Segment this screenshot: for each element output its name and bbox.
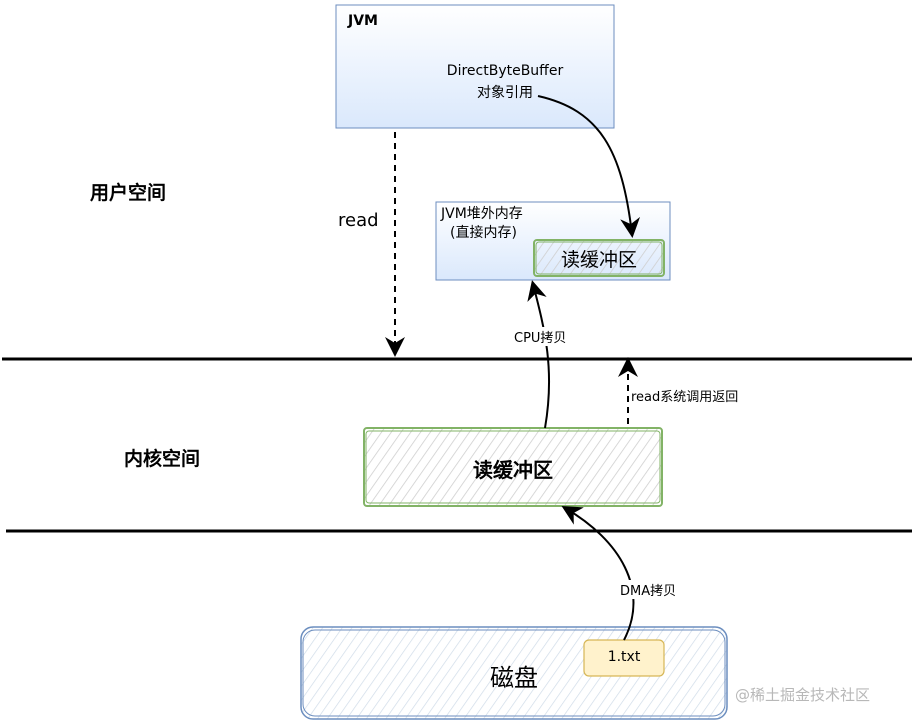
- disk-label: 磁盘: [490, 664, 538, 692]
- jvm-title: JVM: [348, 13, 378, 29]
- directbytebuffer-label: DirectByteBuffer: [446, 63, 564, 79]
- dma-copy-arrow: [561, 505, 635, 641]
- file-label: 1.txt: [607, 649, 641, 665]
- direct-memory-label: (直接内存): [450, 225, 517, 241]
- jvm-box: [335, 4, 615, 129]
- reference-arrow: [537, 95, 641, 238]
- user-buffer-label: 读缓冲区: [560, 249, 637, 271]
- syscall-return-label: read系统调用返回: [631, 386, 739, 405]
- offheap-memory-label: JVM堆外内存: [441, 206, 523, 222]
- user-read-buffer-box: [533, 239, 665, 277]
- dma-copy-label: DMA拷贝: [620, 580, 677, 599]
- read-label: read: [337, 210, 380, 231]
- kernel-buffer-label: 读缓冲区: [473, 458, 553, 482]
- kernel-read-buffer-box: [363, 427, 663, 507]
- kernel-space-label: 内核空间: [124, 448, 201, 470]
- watermark: @稀土掘金技术社区: [735, 686, 871, 704]
- object-reference-label: 对象引用: [477, 85, 533, 101]
- cpu-copy-label: CPU拷贝: [514, 327, 567, 346]
- cpu-copy-arrow: [527, 280, 551, 429]
- user-space-label: 用户空间: [90, 182, 167, 204]
